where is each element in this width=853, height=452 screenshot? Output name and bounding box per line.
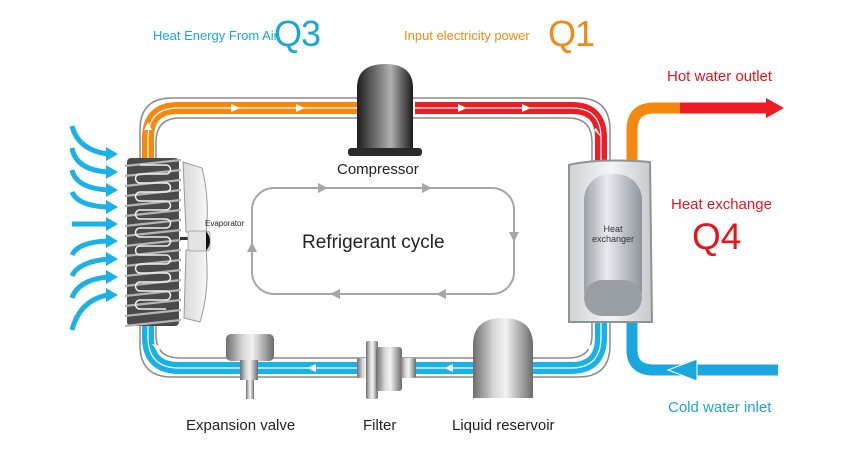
airflow-arrows	[69, 125, 109, 331]
cold-water-pipe	[626, 322, 682, 376]
evaporator-label: Evaporator	[205, 219, 245, 228]
cold-water-arrow-icon	[666, 358, 698, 382]
cold-water-inlet-label: Cold water inlet	[668, 399, 772, 416]
q1-label: Q1	[548, 13, 595, 54]
heat-from-air-label: Heat Energy From Air	[153, 28, 278, 43]
flow-arrow-icon	[152, 344, 594, 372]
refrigerant-cycle-loop	[247, 183, 519, 299]
liquid-reservoir	[473, 318, 533, 398]
warm-pipe	[142, 102, 360, 165]
q3-label: Q3	[274, 13, 321, 54]
q4-label: Q4	[692, 216, 742, 257]
flow-arrow-icon	[144, 104, 602, 138]
airflow-arrowhead-icon	[106, 147, 118, 302]
compressor-label: Compressor	[337, 161, 419, 178]
filter	[357, 341, 416, 399]
heat-exchanger-label: Heat exchanger	[591, 224, 635, 244]
hot-water-arrow-icon	[766, 98, 784, 118]
heat-exchanger	[568, 159, 654, 323]
heat-exchange-label: Heat exchange	[671, 196, 772, 213]
hot-pipe	[415, 102, 607, 165]
evaporator-coil	[124, 158, 182, 328]
hot-water-pipe	[626, 102, 682, 160]
input-power-label: Input electricity power	[404, 28, 530, 43]
hot-water-outlet-label: Hot water outlet	[667, 68, 773, 85]
compressor	[348, 64, 422, 156]
expansion-valve	[226, 334, 274, 399]
filter-label: Filter	[363, 417, 397, 434]
fan-icon	[180, 161, 211, 323]
expansion-valve-label: Expansion valve	[186, 417, 296, 434]
liquid-reservoir-label: Liquid reservoir	[452, 417, 555, 434]
refrigerant-cycle-label: Refrigerant cycle	[302, 232, 445, 253]
